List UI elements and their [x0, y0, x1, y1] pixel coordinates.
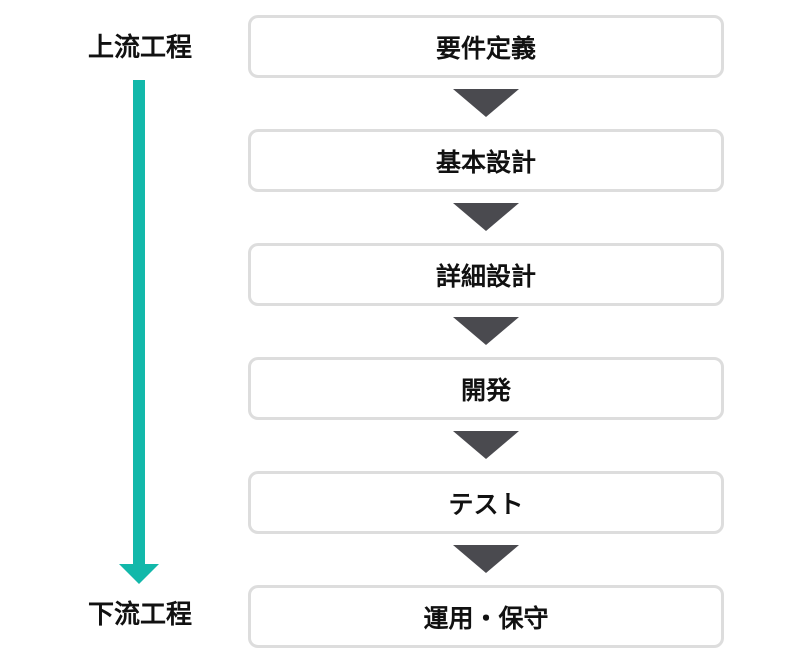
upstream-to-downstream-arrow — [118, 80, 160, 584]
step-arrow-1 — [453, 89, 519, 117]
step-arrow-5 — [453, 545, 519, 573]
flow-arrow-head — [119, 564, 159, 584]
step-requirements-definition: 要件定義 — [248, 15, 724, 78]
step-testing: テスト — [248, 471, 724, 534]
downstream-label: 下流工程 — [87, 600, 192, 630]
step-arrow-4 — [453, 431, 519, 459]
step-development: 開発 — [248, 357, 724, 420]
step-arrow-2 — [453, 203, 519, 231]
flow-arrow-shaft — [133, 80, 145, 564]
step-detailed-design: 詳細設計 — [248, 243, 724, 306]
step-operation-maintenance: 運用・保守 — [248, 585, 724, 648]
step-arrow-3 — [453, 317, 519, 345]
upstream-label: 上流工程 — [87, 33, 192, 63]
step-basic-design: 基本設計 — [248, 129, 724, 192]
